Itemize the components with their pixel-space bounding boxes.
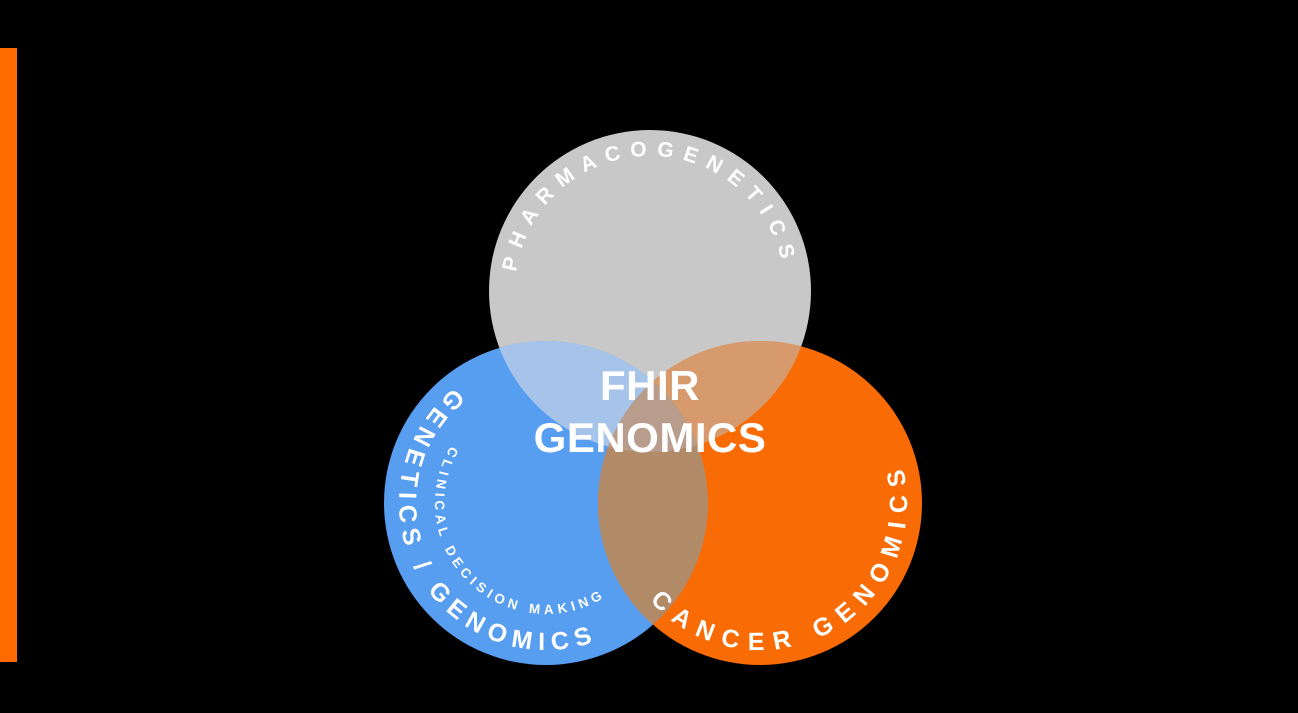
left-accent-bar bbox=[0, 48, 17, 662]
center-label-line2: GENOMICS bbox=[534, 414, 767, 461]
overlaps-with-genetics-group bbox=[598, 341, 708, 665]
triple-overlap-group bbox=[598, 341, 708, 452]
overlap-all bbox=[598, 341, 708, 452]
center-label-line1: FHIR bbox=[600, 362, 700, 409]
